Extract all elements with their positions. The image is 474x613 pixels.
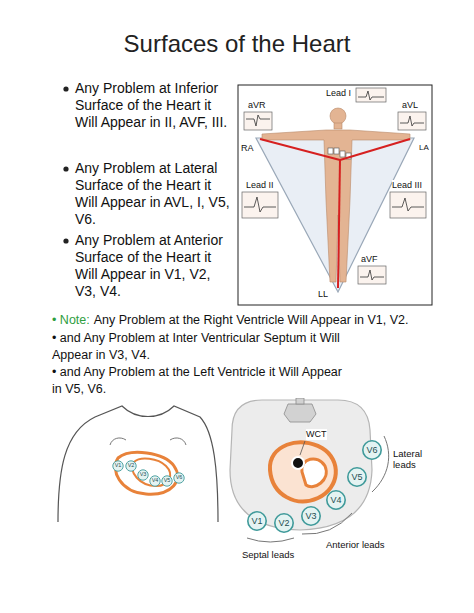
circle-shape xyxy=(348,468,366,486)
limb-label: LA xyxy=(419,143,429,153)
heart-section xyxy=(270,442,336,501)
ecg-trace xyxy=(244,91,424,280)
limb-label: LL xyxy=(318,289,328,300)
group-label: Septal leads xyxy=(242,549,294,560)
lead-label: Lead III xyxy=(392,180,422,191)
circle-shape xyxy=(248,512,266,530)
vertebra xyxy=(284,398,316,422)
lead-bracket xyxy=(247,436,389,542)
note-text: • and Any Problem at the Left Ventricle … xyxy=(52,364,352,398)
lead-name: V1 xyxy=(115,463,122,469)
bullet-text: Any Problem at Lateral Surface of the He… xyxy=(75,160,233,228)
electrode-circle: V1 xyxy=(112,460,124,472)
circle-shape xyxy=(138,470,148,480)
lead-name: V6 xyxy=(366,446,377,455)
body-figure xyxy=(262,108,410,282)
electrode-circle: V4 xyxy=(149,475,161,487)
circle-shape xyxy=(302,507,320,525)
limb-label: RA xyxy=(241,143,254,154)
circle-shape xyxy=(327,491,345,509)
wct-label: WCT xyxy=(306,429,327,440)
lead-label: Lead II xyxy=(246,180,274,191)
lead-label: aVR xyxy=(248,100,266,111)
lead-name: V3 xyxy=(305,512,316,521)
circle-shape xyxy=(174,473,184,483)
lead-name: V3 xyxy=(140,472,147,478)
chest-outline xyxy=(58,406,218,522)
leader-line xyxy=(300,441,305,455)
lead-name: V2 xyxy=(278,519,289,528)
lead-vectors xyxy=(260,139,410,288)
circle-shape xyxy=(126,461,136,471)
bullet xyxy=(63,86,68,91)
heart xyxy=(115,452,177,494)
group-label: Lateral leads xyxy=(393,448,437,470)
lead-label: Lead I xyxy=(326,88,351,99)
electrode-circle: V5 xyxy=(347,467,367,487)
lead-label: aVF xyxy=(361,254,378,265)
electrode-circle: V6 xyxy=(362,440,382,460)
lead-name: V5 xyxy=(164,478,171,484)
wct-point xyxy=(292,457,304,469)
note-text: Any Problem at the Right Ventricle Will … xyxy=(94,312,409,329)
bullet-text: Any Problem at Inferior Surface of the H… xyxy=(75,80,233,131)
bullet-text: Any Problem at Anterior Surface of the H… xyxy=(75,232,233,300)
lead-name: V4 xyxy=(330,496,341,505)
circle-shape xyxy=(162,476,172,486)
bullet xyxy=(63,166,68,171)
group-label: Anterior leads xyxy=(326,539,385,550)
lead-name: V5 xyxy=(351,473,362,482)
electrode-circle: V3 xyxy=(137,469,149,481)
circle-shape xyxy=(150,476,160,486)
note-text: • and Any Problem at Inter Ventricular S… xyxy=(52,330,352,364)
lead-name: V4 xyxy=(152,478,159,484)
lead-name: V1 xyxy=(251,517,262,526)
page-title: Surfaces of the Heart xyxy=(0,30,474,58)
thorax-section xyxy=(230,400,372,530)
lead-label: aVL xyxy=(402,100,418,111)
electrode-circle: V6 xyxy=(173,472,185,484)
electrode-circle: V2 xyxy=(125,460,137,472)
electrode-circle: V3 xyxy=(301,506,321,526)
circle-shape xyxy=(113,461,123,471)
circle-shape xyxy=(275,514,293,532)
ecg-strip xyxy=(242,88,426,284)
electrode-circle: V4 xyxy=(326,490,346,510)
electrode-circle: V1 xyxy=(247,511,267,531)
lead-name: V6 xyxy=(176,475,183,481)
circle-shape xyxy=(363,441,381,459)
figure-frame xyxy=(238,85,432,305)
lead-name: V2 xyxy=(128,463,135,469)
bullet xyxy=(63,238,68,243)
clavicle xyxy=(110,438,126,445)
note-heading: • Note: xyxy=(52,312,90,329)
clavicle xyxy=(170,438,186,445)
electrode-circle: V2 xyxy=(274,513,294,533)
electrode-circle: V5 xyxy=(161,475,173,487)
